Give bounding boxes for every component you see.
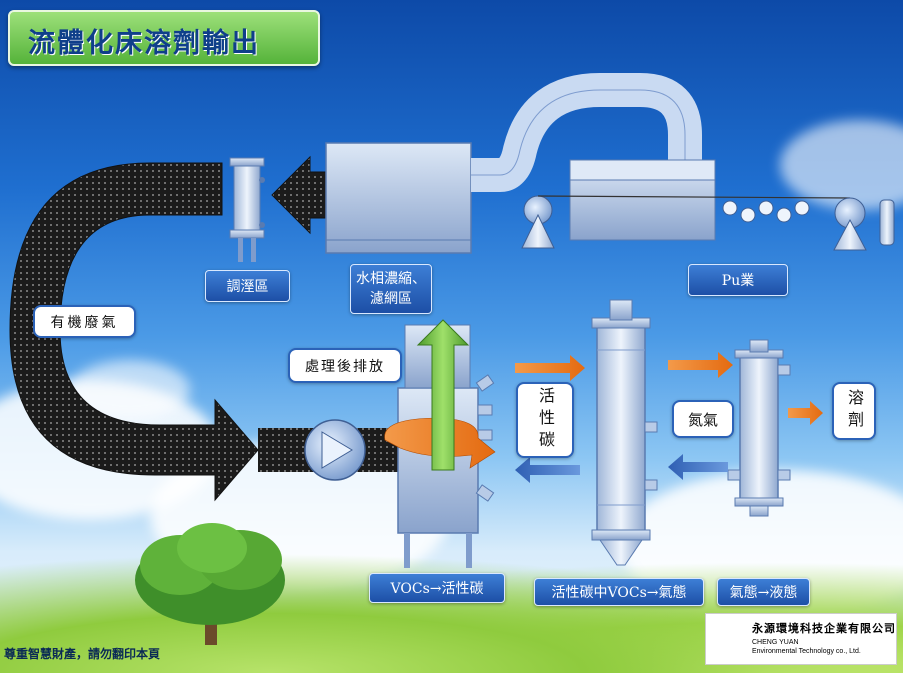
blue-arrow-from-condenser xyxy=(668,454,728,480)
orange-arrow-to-carbon xyxy=(515,355,585,381)
label-water-line2: 濾網區 xyxy=(370,291,412,307)
company-name-en-line2: Environmental Technology co., Ltd. xyxy=(752,648,861,655)
company-name-en: CHENG YUAN Environmental Technology co.,… xyxy=(752,638,861,656)
copyright-note: 尊重智慧財產，請勿翻印本頁 xyxy=(4,647,161,661)
label-nitrogen: 氮氣 xyxy=(672,400,734,438)
label-treated-discharge: 處理後排放 xyxy=(288,348,402,383)
label-solvent: 溶劑 xyxy=(832,382,876,440)
cloud xyxy=(780,120,903,210)
label-organic-waste-gas: 有機廢氣 xyxy=(33,305,136,338)
company-name-cn: 永源環境科技企業有限公司 xyxy=(752,622,896,635)
company-name-en-line1: CHENG YUAN xyxy=(752,639,799,646)
humidity-unit xyxy=(229,157,265,262)
title-banner: 流體化床溶劑輸出 xyxy=(8,10,320,66)
treated-exhaust-arrow xyxy=(416,319,470,471)
label-water-line1: 水相濃縮、 xyxy=(356,271,426,287)
condenser-column xyxy=(727,339,791,517)
label-carbon-voc-to-gas: 活性碳中VOCs→氣態 xyxy=(534,578,704,606)
label-water-concentration: 水相濃縮、 濾網區 xyxy=(350,264,432,314)
page-title: 流體化床溶劑輸出 xyxy=(28,28,260,59)
company-logo: 永源環境科技企業有限公司 CHENG YUAN Environmental Te… xyxy=(705,613,897,665)
desorption-column xyxy=(591,299,658,566)
water-concentration-unit xyxy=(325,142,472,254)
label-gas-to-liquid: 氣態→液態 xyxy=(717,578,810,606)
pu-coating-machine xyxy=(521,159,895,251)
orange-arrow-to-condenser xyxy=(668,352,733,378)
label-activated-carbon: 活性碳 xyxy=(516,382,574,458)
orange-arrow-to-solvent xyxy=(788,401,823,425)
label-pu-industry: Pu業 xyxy=(688,264,788,296)
label-humidity: 調溼區 xyxy=(205,270,290,302)
tree-illustration xyxy=(135,523,285,645)
organic-gas-flow-arrow xyxy=(9,162,259,502)
blue-arrow-from-carbon xyxy=(515,457,580,483)
label-voc-to-carbon: VOCs→活性碳 xyxy=(369,573,505,603)
